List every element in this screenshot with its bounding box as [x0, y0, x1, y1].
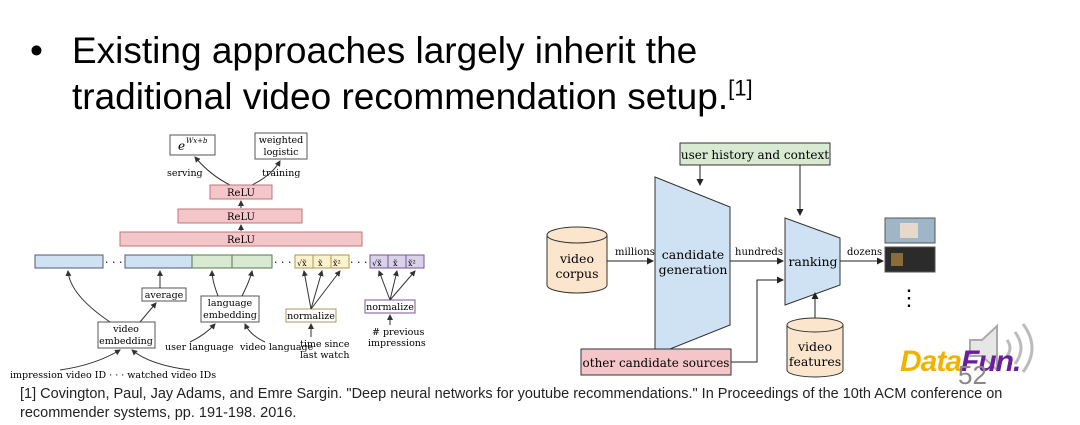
x-label-2: x̃ [393, 259, 398, 268]
video-features-cylinder [786, 317, 844, 378]
video-language-label: video language [239, 342, 314, 353]
video-corpus-label-1: video [559, 251, 594, 266]
vid-arrow-1 [65, 270, 111, 323]
speaker-icon[interactable] [965, 318, 1045, 378]
candidate-label-2: generation [659, 262, 728, 277]
datafun-logo: DataFun. [900, 345, 1021, 379]
x2-label-2: x̃² [408, 259, 416, 268]
feature-user-language [191, 254, 233, 269]
candidate-generation-trapezoid [654, 176, 731, 356]
video-embedding-label: embedding [99, 336, 153, 347]
x-label: x̃ [318, 259, 323, 268]
logistic-label: logistic [264, 147, 299, 158]
exp-box [169, 134, 216, 156]
relu-layer-1 [119, 231, 363, 247]
citation-marker: [1] [728, 75, 753, 101]
thumb2-detail [891, 253, 903, 266]
video-features-label-2: features [789, 354, 841, 369]
logo-data: Data [900, 345, 962, 378]
relu-label-1: ReLU [227, 235, 255, 246]
language-embedding-box [200, 295, 260, 323]
more-vertical-dots: ⋮ [898, 286, 920, 311]
logo-fun: Fun. [961, 345, 1021, 378]
dots-1: · · · [105, 256, 122, 269]
other-sources-arrow [731, 276, 784, 363]
feature-impr-squared [405, 254, 425, 269]
dots-3: · · · [350, 256, 367, 269]
normalize-label-2: normalize [366, 302, 414, 313]
feature-watched-embedding [124, 254, 193, 269]
video-corpus-cylinder [546, 226, 608, 294]
sqrt-x-label-2: √x̃ [372, 259, 382, 268]
language-label: language [208, 298, 253, 309]
weighted-logistic-box [254, 132, 308, 160]
norm-arrow-1 [301, 270, 312, 310]
x2-label: x̃² [333, 259, 341, 268]
ranking-label: ranking [788, 254, 837, 269]
reference-citation: [1] Covington, Paul, Jay Adams, and Emre… [20, 386, 1003, 421]
relu-layer-2 [177, 208, 303, 224]
youtube-dnn-architecture-diagram: e Wx+b weighted logistic serving trainin… [10, 132, 426, 381]
other-sources-box [580, 348, 732, 376]
lang-arrow-2 [241, 270, 254, 297]
prev-impressions-label: # previous [372, 327, 424, 338]
bullet-dot: • [30, 30, 43, 71]
relu-label-2: ReLU [227, 212, 255, 223]
exp-label: e [178, 139, 185, 153]
relu-layer-3 [209, 184, 273, 200]
serving-arrow [194, 156, 231, 186]
video-corpus-label-2: corpus [556, 266, 599, 281]
ranking-trapezoid [784, 217, 841, 306]
millions-label: millions [615, 247, 655, 258]
norm-arrow-3 [310, 270, 341, 310]
training-arrow [251, 160, 281, 186]
serving-label: serving [167, 168, 203, 179]
recommendation-pipeline-diagram: user history and context video corpus mi… [546, 142, 936, 378]
bullet-line-2: traditional video recommendation setup.[… [72, 74, 753, 120]
embedding-label: embedding [203, 310, 257, 321]
sqrt-x-label: √x̃ [297, 259, 307, 268]
video-lang-arrow [244, 323, 266, 343]
feature-video-language [231, 254, 273, 269]
average-box [141, 287, 187, 302]
exp-superscript: Wx+b [186, 137, 208, 145]
impressions-label: impressions [368, 338, 426, 349]
watched-id-arrow [131, 349, 191, 371]
normalize-label: normalize [287, 311, 335, 322]
norm2-arrow-1 [377, 270, 391, 301]
user-history-label: user history and context [681, 148, 829, 162]
relu-label-3: ReLU [227, 188, 255, 199]
video-features-label-1: video [797, 339, 832, 354]
norm2-arrow-3 [389, 270, 416, 301]
user-language-label: user language [165, 342, 234, 353]
imp-id-arrow [59, 349, 121, 371]
lang-arrow-1 [209, 270, 219, 297]
feature-impression-embedding [34, 254, 104, 269]
candidate-label-1: candidate [662, 247, 724, 262]
time-since-label: time since [300, 339, 350, 350]
dozens-label: dozens [847, 247, 882, 258]
bullet-line-1: Existing approaches largely inherit the [72, 30, 698, 71]
video-label: video [112, 324, 139, 335]
dots-2: · · · [274, 256, 291, 269]
impression-ids-label: impression video ID · · · watched video … [10, 370, 216, 381]
training-label: training [262, 168, 300, 179]
average-label: average [145, 290, 184, 301]
video-embedding-box [97, 321, 156, 349]
feature-time-squared [330, 254, 350, 269]
user-history-box [679, 142, 831, 166]
other-sources-label: other candidate sources [583, 356, 730, 370]
hundreds-label: hundreds [735, 247, 783, 258]
last-watch-label: last watch [300, 350, 349, 361]
weighted-label: weighted [259, 135, 304, 146]
page-number: 52 [958, 360, 987, 390]
norm2-arrow-2 [389, 270, 399, 301]
thumb1-detail [900, 223, 918, 238]
vid-arrow-2 [139, 302, 157, 323]
norm-arrow-2 [310, 270, 324, 310]
bullet-line-2-text: traditional video recommendation setup. [72, 76, 729, 117]
user-lang-arrow [189, 323, 216, 343]
